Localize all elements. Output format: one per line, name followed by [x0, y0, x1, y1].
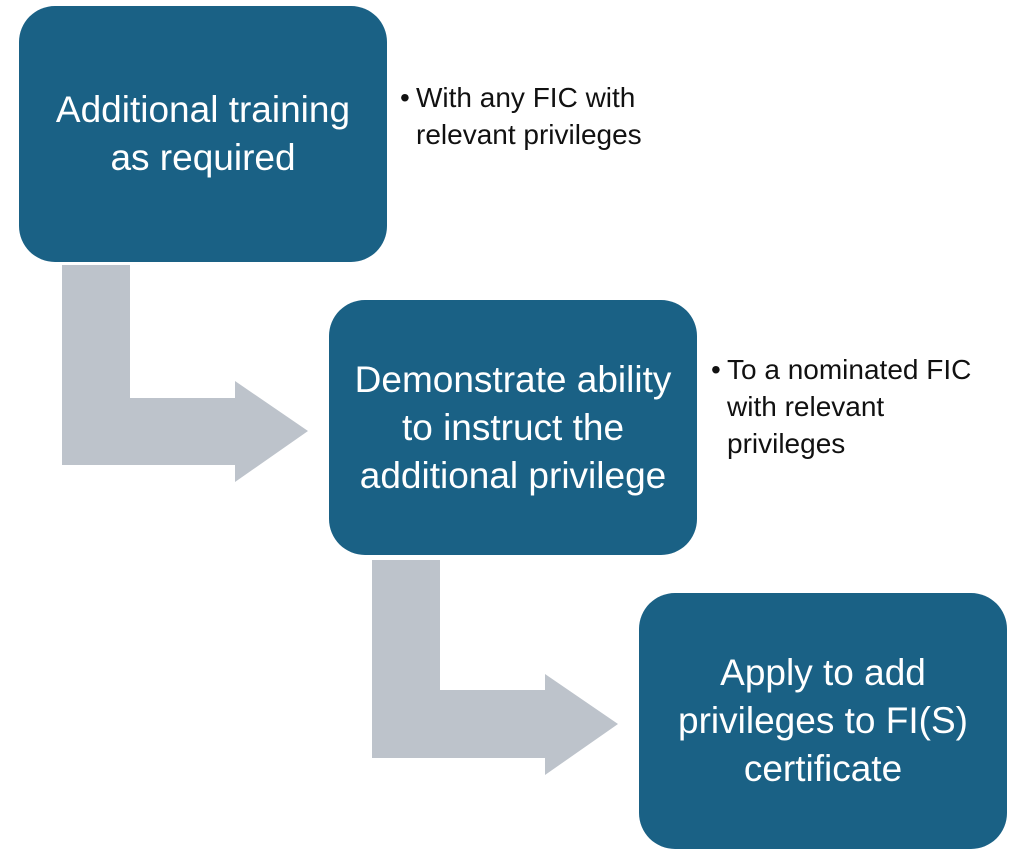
- step-label: Apply to add privileges to FI(S) certifi…: [678, 652, 968, 789]
- step-label: Additional training as required: [55, 89, 351, 178]
- step-box-demonstrate-ability: Demonstrate ability to instruct the addi…: [329, 300, 697, 555]
- step-box-apply-privileges: Apply to add privileges to FI(S) certifi…: [639, 593, 1007, 849]
- bent-arrow-1: [62, 265, 308, 482]
- note-list: To a nominated FIC with relevant privile…: [711, 351, 973, 462]
- step-label: Demonstrate ability to instruct the addi…: [354, 358, 672, 496]
- step-box-additional-training: Additional training as required: [19, 6, 387, 262]
- bent-arrow-2: [372, 560, 618, 775]
- note-list: With any FIC with relevant privileges: [400, 79, 642, 153]
- note-item: With any FIC with relevant privileges: [400, 79, 642, 153]
- note-item: To a nominated FIC with relevant privile…: [711, 351, 973, 462]
